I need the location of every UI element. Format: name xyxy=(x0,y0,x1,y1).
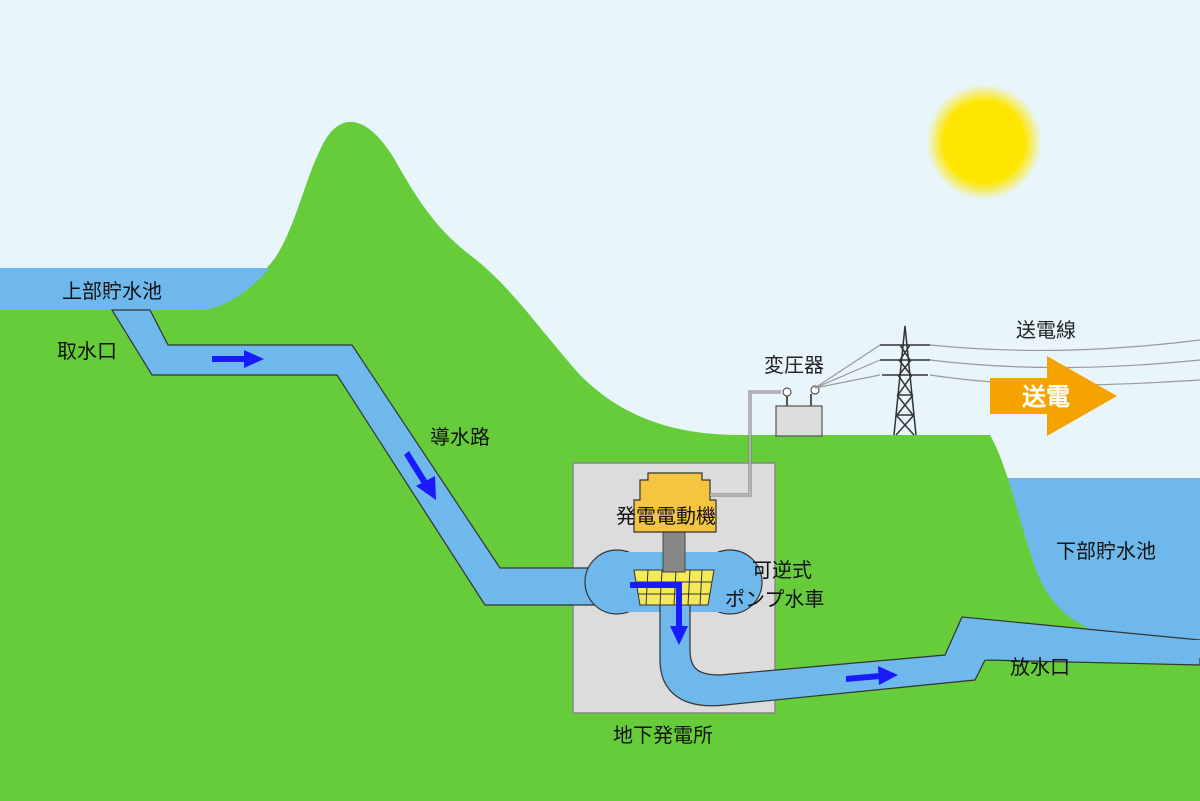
mountain xyxy=(0,121,1200,801)
transformer-icon xyxy=(775,405,823,437)
sun-icon xyxy=(926,84,1042,200)
pump-turbine-label-line2: ポンプ水車 xyxy=(725,587,824,611)
flow-arrow-tailrace-icon xyxy=(846,666,898,685)
transmission-tower-icon xyxy=(880,325,930,436)
upper-reservoir-surface xyxy=(0,268,270,310)
flow-arrow-headrace-icon xyxy=(404,451,436,500)
generator-shaft xyxy=(662,527,686,573)
underground-station-label: 地下発電所 xyxy=(613,723,713,747)
lower-reservoir-inlet xyxy=(985,640,1200,660)
lower-reservoir-label: 下部貯水池 xyxy=(1056,539,1156,563)
transformer-label: 変圧器 xyxy=(764,353,824,377)
transmission-label: 送電 xyxy=(1022,383,1070,411)
upper-reservoir-label: 上部貯水池 xyxy=(62,279,162,303)
pump-turbine-label-line1: 可逆式 xyxy=(752,558,812,582)
transmission-line-label: 送電線 xyxy=(1016,318,1076,342)
bushing-left xyxy=(782,387,792,397)
transmission-arrow-icon xyxy=(990,356,1117,436)
flow-arrow-turbine-icon xyxy=(630,582,688,645)
generator-motor-icon xyxy=(633,472,717,533)
intake-label: 取水口 xyxy=(57,339,117,363)
generator-motor-label: 発電電動機 xyxy=(616,504,716,528)
tailrace-tunnel xyxy=(659,599,1200,707)
outlet-label: 放水口 xyxy=(1010,655,1070,679)
flow-arrow-intake-icon xyxy=(212,350,264,368)
headrace-label: 導水路 xyxy=(430,425,490,449)
flow-arrows xyxy=(212,350,898,685)
